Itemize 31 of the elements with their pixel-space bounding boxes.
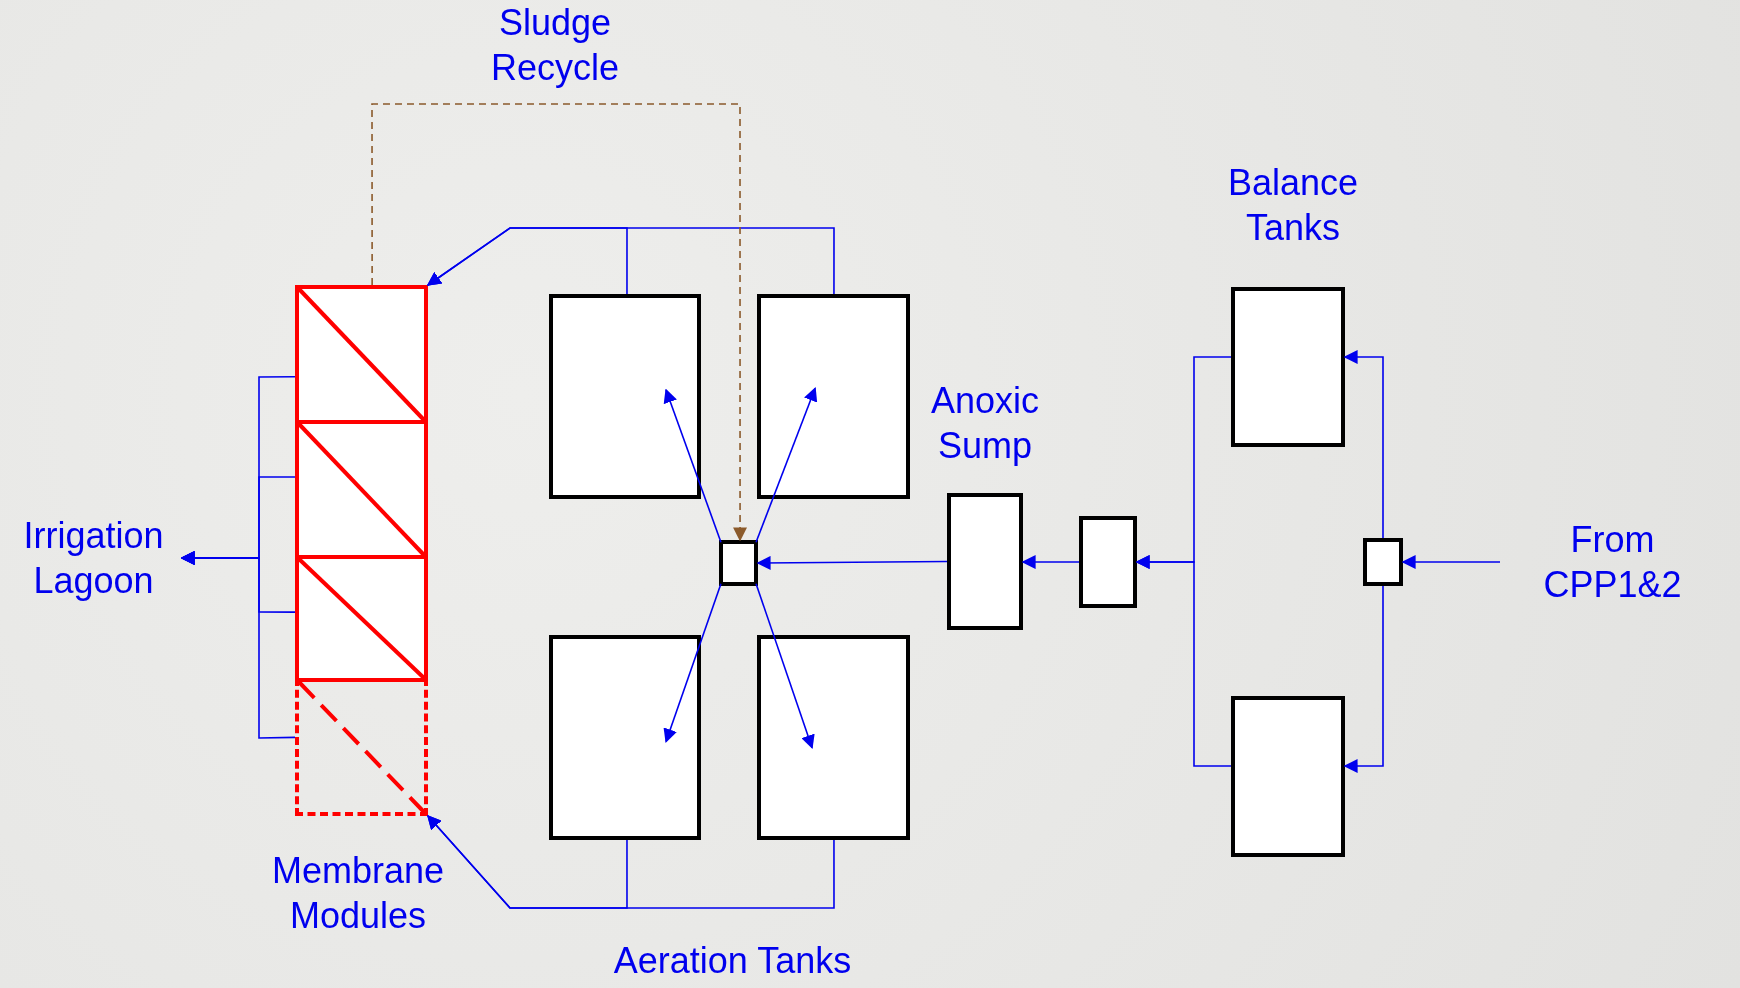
arrow: [663, 582, 722, 743]
tank: [549, 294, 701, 499]
group-label: Anoxic Sump: [929, 379, 1041, 468]
node-label: From CPP1&2: [1542, 518, 1683, 607]
junction-box: [1363, 538, 1403, 586]
arrow: [755, 582, 815, 750]
tank: [549, 635, 701, 840]
node-label: Irrigation Lagoon: [22, 514, 165, 603]
arrow: [1021, 555, 1080, 570]
group-label: Balance Tanks: [1226, 161, 1360, 250]
edge-label: Sludge Recycle: [489, 1, 620, 90]
arrow: [1343, 350, 1384, 539]
arrow: [180, 551, 296, 739]
arrow: [1401, 555, 1501, 569]
arrow: [663, 388, 722, 544]
arrow: [1343, 585, 1384, 773]
tank: [757, 294, 910, 499]
arrow: [1135, 555, 1232, 767]
arrow: [426, 227, 835, 295]
arrow: [427, 814, 835, 909]
tank: [1231, 287, 1345, 447]
tank: [947, 493, 1023, 630]
tank: [1231, 696, 1345, 857]
arrow: [756, 555, 948, 570]
junction-box: [1079, 516, 1137, 608]
arrow: [371, 103, 748, 542]
junction-box: [719, 540, 758, 586]
group-label: Membrane Modules: [270, 849, 446, 938]
tank: [757, 635, 910, 840]
arrow: [755, 387, 818, 544]
group-label: Aeration Tanks: [613, 939, 852, 983]
